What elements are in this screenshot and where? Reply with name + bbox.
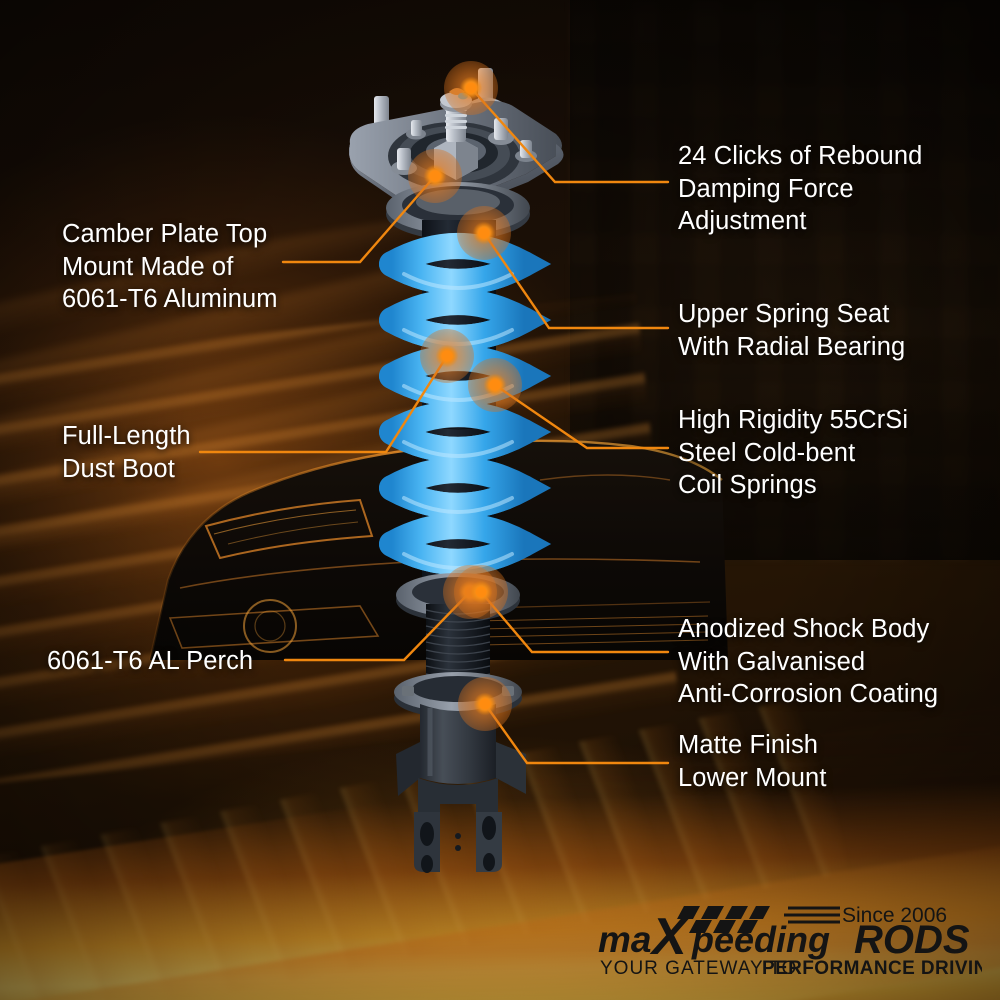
- logo-name-part1: ma: [598, 919, 651, 960]
- hotspot-core: [465, 82, 477, 94]
- callout-line: Full-Length: [62, 422, 191, 450]
- brand-logo[interactable]: Since 2006 ma X peeding RODS YOUR GATEWA…: [592, 898, 982, 978]
- callout-line: 24 Clicks of Rebound: [678, 142, 923, 170]
- callout-line: Anti-Corrosion Coating: [678, 680, 939, 709]
- callout-line: Adjustment: [678, 207, 807, 236]
- callout-line: Dust Boot: [62, 454, 175, 483]
- callout-lower-mount: Matte Finish Lower Mount: [678, 729, 998, 794]
- callout-line: High Rigidity 55CrSi: [678, 406, 909, 434]
- hotspot-core: [429, 170, 441, 182]
- callout-dust-boot: Full-Length Dust Boot: [62, 420, 322, 485]
- callout-line: Anodized Shock Body: [678, 615, 930, 643]
- hotspot-core: [441, 350, 453, 362]
- callout-line: Upper Spring Seat: [678, 300, 890, 328]
- logo-since-text: Since 2006: [842, 904, 947, 927]
- callout-line: With Galvanised: [678, 647, 866, 676]
- logo-name-x: X: [649, 908, 690, 966]
- callout-shock-body: Anodized Shock Body With Galvanised Anti…: [678, 613, 1000, 711]
- hotspot-camber-plate[interactable]: [408, 149, 462, 203]
- hotspot-dust-boot[interactable]: [420, 329, 474, 383]
- callout-line: Camber Plate Top: [62, 220, 268, 248]
- hotspot-core: [478, 227, 490, 239]
- callout-line: With Radial Bearing: [678, 332, 906, 361]
- callout-coil-springs: High Rigidity 55CrSi Steel Cold-bent Coi…: [678, 404, 998, 502]
- callout-line: 6061-T6 Aluminum: [62, 285, 278, 314]
- callout-line: Lower Mount: [678, 763, 827, 792]
- checkered-flag-icon: [677, 906, 770, 933]
- hotspot-shock-body[interactable]: [454, 565, 508, 619]
- hotspot-upper-spring-seat[interactable]: [457, 206, 511, 260]
- callout-line: Steel Cold-bent: [678, 438, 856, 467]
- callout-camber-plate: Camber Plate Top Mount Made of 6061-T6 A…: [62, 218, 362, 316]
- speed-lines-icon: [784, 906, 840, 924]
- callout-line: Coil Springs: [678, 471, 817, 500]
- hotspot-core: [489, 379, 501, 391]
- coilover-product-image: [330, 52, 630, 882]
- callout-line: 6061-T6 AL Perch: [47, 647, 254, 675]
- callout-line: Damping Force: [678, 174, 854, 203]
- callout-line: Matte Finish: [678, 731, 819, 759]
- logo-name-part2: peeding: [691, 919, 830, 960]
- hotspot-rebound-damping[interactable]: [444, 61, 498, 115]
- logo-name-part3: RODS: [854, 918, 970, 962]
- callout-upper-spring-seat: Upper Spring Seat With Radial Bearing: [678, 298, 998, 363]
- callout-rebound-damping: 24 Clicks of Rebound Damping Force Adjus…: [678, 140, 998, 238]
- callout-al-perch: 6061-T6 AL Perch: [47, 645, 327, 678]
- hotspot-coil-springs[interactable]: [468, 358, 522, 412]
- logo-tagline-bold: PERFORMANCE DRIVING: [762, 958, 982, 978]
- callout-line: Mount Made of: [62, 252, 234, 281]
- hotspot-lower-mount[interactable]: [458, 677, 512, 731]
- hotspot-core: [479, 698, 491, 710]
- hotspot-core: [475, 586, 487, 598]
- logo-tagline-light: YOUR GATEWAY TO: [600, 958, 797, 978]
